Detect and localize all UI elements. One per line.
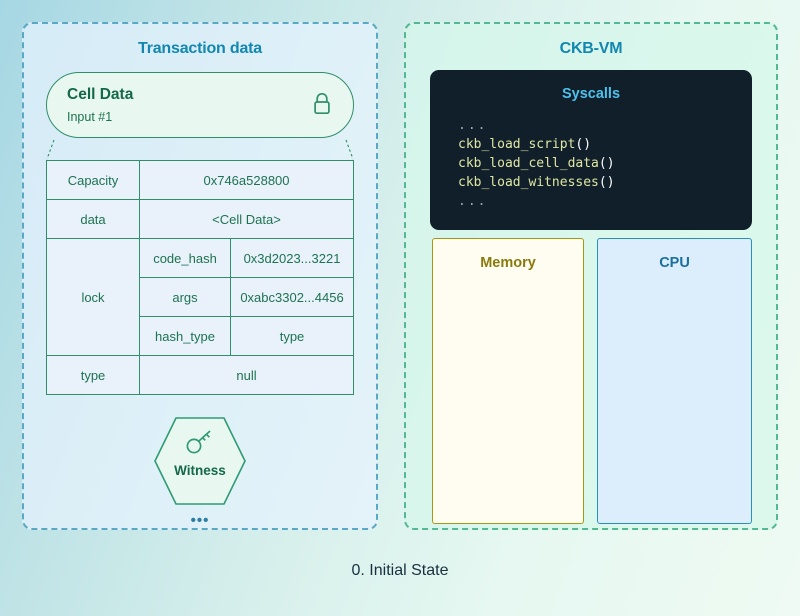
witness-hexagon: Witness <box>152 415 248 507</box>
table-cell-subkey: hash_type <box>139 316 231 356</box>
transaction-ellipsis: ••• <box>190 512 210 529</box>
table-cell-key: type <box>46 355 140 395</box>
table-cell-subkey: code_hash <box>139 238 231 278</box>
syscall-line: ckb_load_witnesses() <box>458 173 752 192</box>
ckb-vm-title: CKB-VM <box>559 40 623 57</box>
table-cell-value: <Cell Data> <box>139 199 354 239</box>
transaction-data-title: Transaction data <box>138 40 262 57</box>
syscall-parens: () <box>575 137 592 152</box>
table-cell-value: 0x746a528800 <box>139 160 354 200</box>
key-icon <box>186 430 211 454</box>
table-cell-key: Capacity <box>46 160 140 200</box>
memory-title: Memory <box>480 255 536 271</box>
syscall-name: ckb_load_script <box>458 137 576 152</box>
syscall-line: ckb_load_cell_data() <box>458 154 752 173</box>
table-row: Capacity 0x746a528800 <box>46 160 354 200</box>
syscall-parens: () <box>598 175 615 190</box>
cell-data-subtitle: Input #1 <box>67 110 113 124</box>
syscall-parens: () <box>598 156 615 171</box>
cpu-title: CPU <box>659 255 690 271</box>
syscall-line: ... <box>458 118 488 133</box>
table-cell-subkey: args <box>139 277 231 317</box>
syscall-name: ckb_load_cell_data <box>458 156 599 171</box>
syscall-name: ckb_load_witnesses <box>458 175 599 190</box>
witness-label: Witness <box>174 463 226 478</box>
syscall-line: ckb_load_script() <box>458 135 752 154</box>
syscalls-code: ... ckb_load_script() ckb_load_cell_data… <box>458 116 752 211</box>
syscalls-block: Syscalls ... ckb_load_script() ckb_load_… <box>430 70 752 230</box>
cell-fields-table: Capacity 0x746a528800 data <Cell Data> l… <box>46 160 354 395</box>
table-cell-key: lock <box>46 238 140 356</box>
table-cell-value: 0xabc3302...4456 <box>230 277 354 317</box>
memory-box: Memory <box>432 238 584 524</box>
cpu-box: CPU <box>597 238 752 524</box>
table-row: hash_type type <box>47 316 354 356</box>
table-row: data <Cell Data> <box>46 199 354 239</box>
table-cell-key: data <box>46 199 140 239</box>
syscall-line: ... <box>458 194 488 209</box>
table-cell-value: 0x3d2023...3221 <box>230 238 354 278</box>
figure-caption: 0. Initial State <box>351 562 449 579</box>
syscalls-title: Syscalls <box>561 86 621 102</box>
table-row: type null <box>46 355 354 395</box>
table-cell-value: null <box>139 355 354 395</box>
table-row: lock code_hash 0x3d2023...3221 <box>46 238 354 356</box>
cell-data-pill: Cell Data Input #1 <box>46 72 354 138</box>
cell-data-title: Cell Data <box>67 86 134 103</box>
table-row: args 0xabc3302...4456 <box>47 277 354 317</box>
table-cell-value: type <box>230 316 354 356</box>
lock-icon <box>311 91 333 122</box>
